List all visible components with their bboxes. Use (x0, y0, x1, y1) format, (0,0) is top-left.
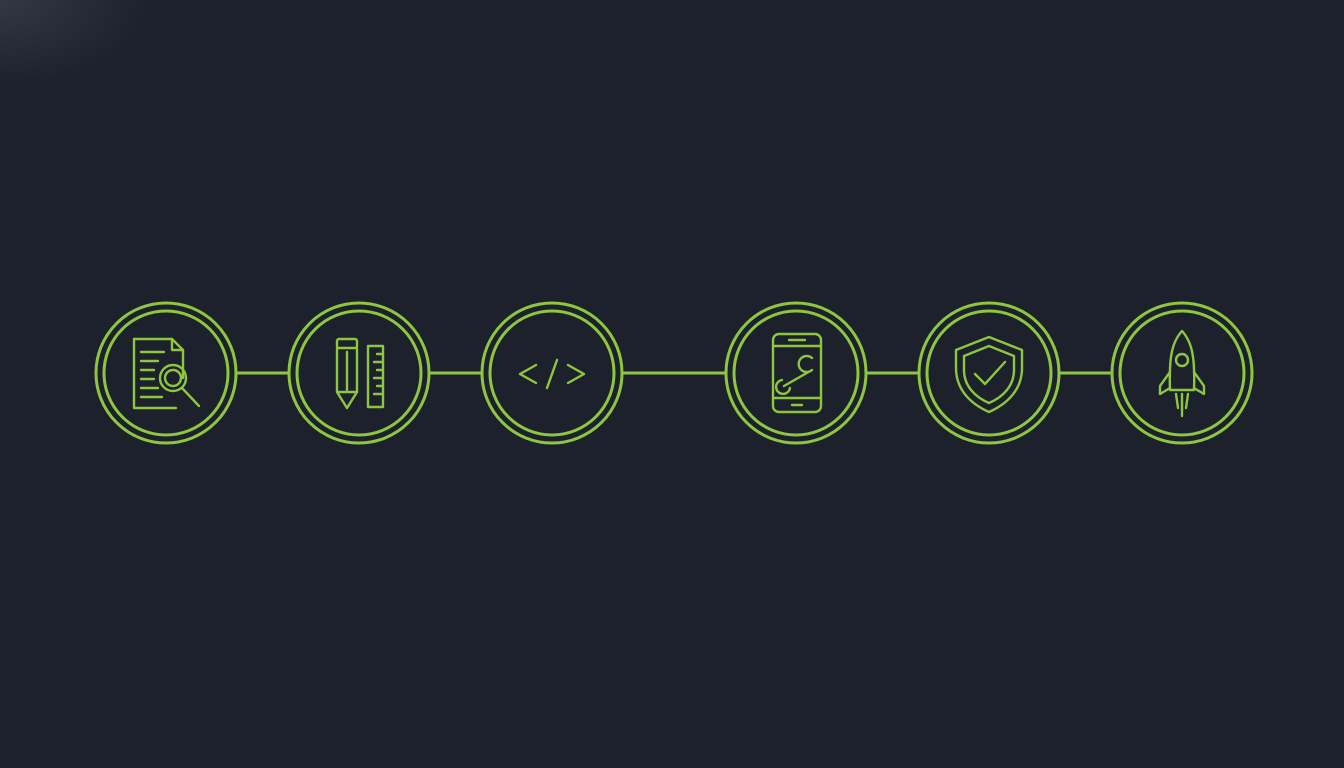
phone-wrench-icon (771, 332, 823, 414)
step-1 (94, 301, 238, 445)
step-5 (917, 301, 1061, 445)
document-search-icon (132, 337, 201, 410)
shield-check-icon (954, 335, 1024, 414)
code-brackets-icon (518, 358, 586, 390)
step-3 (480, 301, 624, 445)
step-2 (287, 301, 431, 445)
step-4 (724, 301, 868, 445)
pencil-ruler-icon (335, 337, 385, 410)
rocket-icon (1158, 329, 1206, 418)
step-6 (1110, 301, 1254, 445)
